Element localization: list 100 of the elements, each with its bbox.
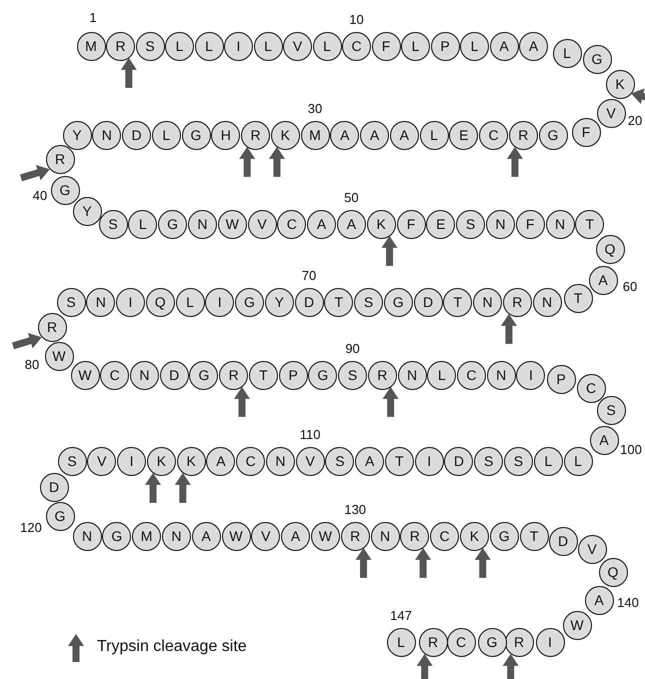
residue-circle <box>490 32 518 60</box>
position-number: 50 <box>344 191 359 205</box>
position-number: 20 <box>628 114 642 128</box>
amino-acid-letter: R <box>46 318 58 336</box>
amino-acid-letter: T <box>394 452 405 470</box>
residue-circle <box>87 446 116 476</box>
amino-acid-letter: L <box>573 452 583 470</box>
amino-acid-letter: K <box>280 126 291 144</box>
amino-acid-letter: S <box>334 452 346 470</box>
amino-acid-letter: R <box>426 632 440 652</box>
residue-circle <box>578 534 606 564</box>
residue-circle <box>536 628 564 656</box>
residue-circle <box>572 118 600 146</box>
residue-circle <box>100 360 130 390</box>
amino-acid-letter: L <box>436 366 447 384</box>
residue-circle <box>564 284 592 312</box>
amino-acid-letter: N <box>170 526 182 546</box>
amino-acid-letter: M <box>308 126 322 144</box>
residue-circle <box>46 144 74 174</box>
amino-acid-letter: I <box>236 36 242 56</box>
cleavage-arrow <box>506 146 523 177</box>
residue-circle <box>342 32 371 60</box>
residue-circle <box>400 522 430 550</box>
amino-acid-letter: Q <box>154 292 167 312</box>
cleavage-arrow <box>502 654 519 679</box>
amino-acid-letter: V <box>256 214 268 234</box>
amino-acid-letter: A <box>346 214 358 234</box>
amino-acid-letter: V <box>304 452 316 470</box>
residue-circle <box>312 32 342 60</box>
position-number: 40 <box>32 189 48 203</box>
residue-circle <box>460 522 489 550</box>
residue-circle <box>62 120 92 150</box>
residue-circle <box>384 446 414 476</box>
residue-circle <box>588 266 618 294</box>
amino-acid-letter: C <box>286 214 298 234</box>
position-number: 130 <box>344 503 366 517</box>
amino-acid-letter: E <box>458 126 470 144</box>
amino-acid-letter: R <box>228 366 240 384</box>
residue-circle <box>130 360 159 390</box>
residue-circle <box>486 210 515 238</box>
residue-circle <box>474 446 504 476</box>
residue-circle <box>427 360 456 390</box>
residue-circle <box>324 288 354 316</box>
residue-circle <box>479 120 508 150</box>
amino-acid-letter: F <box>580 122 592 142</box>
amino-acid-letter: G <box>166 214 180 234</box>
amino-acid-letter: W <box>77 366 93 384</box>
amino-acid-letter: F <box>406 214 416 234</box>
residue-circle <box>176 288 204 316</box>
amino-acid-letter: C <box>108 366 121 384</box>
amino-acid-letter: N <box>80 526 94 546</box>
residue-circle <box>222 522 250 550</box>
amino-acid-letter: S <box>65 292 77 312</box>
residue-circle <box>546 210 574 238</box>
residue-circle <box>146 288 175 316</box>
residue-circle <box>538 120 568 150</box>
amino-acid-letter: I <box>128 292 134 312</box>
residue-circle <box>241 120 270 150</box>
residue-circle <box>146 446 176 476</box>
residue-circle <box>340 522 370 550</box>
amino-acid-letter: Y <box>71 126 83 144</box>
residue-circle <box>430 522 460 550</box>
amino-acid-letter: V <box>292 36 304 56</box>
amino-acid-letter: D <box>556 532 570 550</box>
amino-acid-letter: K <box>614 74 626 94</box>
residue-circle <box>504 628 534 656</box>
amino-acid-letter: L <box>161 126 172 144</box>
amino-acid-letter: C <box>438 526 451 546</box>
residue-circle <box>205 288 234 316</box>
residue-circle <box>117 446 146 476</box>
amino-acid-letter: W <box>569 616 585 634</box>
residue-circle <box>254 32 282 60</box>
amino-acid-letter: W <box>228 526 244 546</box>
residue-circle <box>330 120 360 150</box>
amino-acid-letter: D <box>48 478 60 496</box>
residue-circle <box>398 360 427 390</box>
amino-acid-letter: L <box>263 36 273 56</box>
amino-acid-letter: M <box>84 36 98 56</box>
cleavage-arrow <box>12 333 42 350</box>
amino-acid-letter: W <box>224 214 240 234</box>
residue-circle <box>384 288 413 316</box>
residue-circle <box>128 210 158 238</box>
amino-acid-letter: C <box>244 452 257 470</box>
amino-acid-letter: Q <box>604 240 616 259</box>
position-number: 70 <box>302 269 316 283</box>
residue-circle <box>473 288 502 316</box>
amino-acid-letter: R <box>512 632 526 652</box>
residue-circle <box>248 360 278 390</box>
residue-circle <box>368 360 397 390</box>
amino-acid-letter: R <box>408 526 421 546</box>
residue-circle <box>596 234 624 264</box>
residue-circle <box>122 120 151 150</box>
amino-acid-letter: N <box>94 292 107 312</box>
amino-acid-letter: G <box>58 180 72 200</box>
amino-acid-letter: A <box>498 36 510 56</box>
cleavage-arrow <box>474 548 491 578</box>
amino-acid-letter: W <box>318 526 333 546</box>
amino-acid-letter: L <box>543 452 554 470</box>
residue-circle <box>490 522 519 550</box>
residue-circle <box>519 32 548 60</box>
